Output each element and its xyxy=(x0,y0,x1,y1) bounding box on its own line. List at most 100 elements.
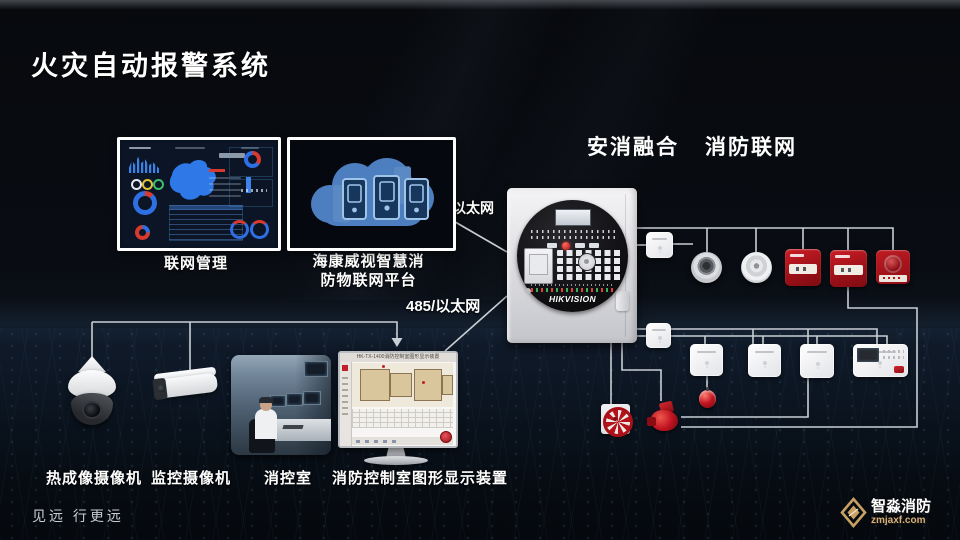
graphic-display-monitor: HK-TX-1400消防控制室图形显示装置 xyxy=(338,351,458,448)
io-module-small xyxy=(646,323,671,348)
control-module-bell xyxy=(690,344,723,376)
diamond-logo-icon xyxy=(840,497,867,528)
control-room-photo xyxy=(231,355,331,455)
cloud-label-line1: 海康威视智慧消 xyxy=(312,253,425,270)
top-edge-highlight xyxy=(0,0,960,10)
manual-call-point xyxy=(785,249,821,286)
control-module xyxy=(748,344,781,377)
dash-donut-right xyxy=(244,151,261,168)
loop2-bus-b xyxy=(671,335,888,344)
dashboard-monitor xyxy=(117,137,281,251)
wall-monitor xyxy=(304,361,328,377)
dash-section-border xyxy=(229,179,273,207)
dash-gauge xyxy=(250,220,269,239)
panel-lcd-display xyxy=(555,209,591,226)
desk-monitor xyxy=(303,391,321,405)
graphic-display-screen-title: HK-TX-1400消防控制室图形显示装置 xyxy=(340,353,456,362)
cloud-servers-icon xyxy=(310,158,434,226)
panel-front-circle: HIKVISION xyxy=(517,200,628,312)
camera-bus xyxy=(92,321,398,338)
module-pump-line xyxy=(681,378,809,418)
io-module xyxy=(646,232,673,258)
desk-monitor xyxy=(286,393,303,406)
keyboard xyxy=(282,425,304,429)
dash-gauge xyxy=(230,220,249,239)
cloud-platform-box xyxy=(287,137,456,251)
callpoint-pump-line xyxy=(681,286,918,428)
dash-table xyxy=(169,205,243,241)
panel-led-row xyxy=(531,236,615,239)
ethernet-line xyxy=(449,218,508,253)
plan-room xyxy=(414,369,442,401)
dash-list-row xyxy=(209,189,241,191)
loop2-bus-a xyxy=(637,328,878,344)
camera-lens xyxy=(157,383,166,393)
vendor-logo-text: 智淼消防 zmjaxf.com xyxy=(871,498,931,527)
plan-room xyxy=(360,369,390,401)
dash-list-row xyxy=(209,183,241,185)
dash-kpi-ring xyxy=(142,179,153,190)
pump-pipe xyxy=(647,417,656,426)
hydrant-button xyxy=(830,250,867,287)
panel-control-key xyxy=(589,243,599,248)
sounder-strobe xyxy=(876,250,910,284)
panel-key-lock xyxy=(525,288,531,294)
panel-door-handle xyxy=(616,291,629,311)
cctv-bullet-camera xyxy=(150,366,229,417)
cloud-label-line2: 防物联网平台 xyxy=(320,272,417,289)
control-room-label: 消控室 xyxy=(263,470,312,487)
screen-bottom-bar xyxy=(352,437,453,445)
cloud-platform-label: 海康威视智慧消 防物联网平台 xyxy=(287,252,450,290)
panel-button-row xyxy=(557,274,621,280)
exhaust-fan xyxy=(601,404,633,437)
thermal-camera-label: 热成像摄像机 xyxy=(45,470,142,487)
panel-control-key xyxy=(547,243,557,248)
panel-led-strip xyxy=(531,288,615,292)
fan-impeller xyxy=(603,407,633,437)
rs485-line xyxy=(444,295,508,352)
page-title: 火灾自动报警系统 xyxy=(31,51,271,81)
panel-brand: HIKVISION xyxy=(548,294,597,304)
dash-text xyxy=(241,147,259,149)
dashboard-screen xyxy=(123,143,275,245)
banner-left: 安消融合 xyxy=(587,136,679,159)
operator-body xyxy=(255,409,277,439)
brand-slogan: 见远 行更远 xyxy=(32,508,124,524)
dash-bar xyxy=(246,177,251,193)
dash-text xyxy=(129,147,151,149)
indicator-leds xyxy=(883,350,904,353)
pump-line xyxy=(621,343,662,401)
dash-list-row xyxy=(209,195,241,197)
floor-plan-area xyxy=(352,363,453,407)
plan-room xyxy=(390,373,412,397)
panel-red-button xyxy=(562,242,570,250)
down-arrow xyxy=(391,338,403,347)
camera-lens xyxy=(82,401,102,419)
panel-control-key xyxy=(575,243,585,248)
dash-province-map xyxy=(169,160,216,200)
dash-donut-small xyxy=(135,225,150,240)
heat-detector xyxy=(741,252,772,283)
dash-section-border xyxy=(229,147,273,177)
panel-zone-display xyxy=(524,248,553,284)
pump-body xyxy=(651,410,678,431)
panel-led-row xyxy=(531,230,615,233)
indicator-red-button xyxy=(894,366,904,373)
alarm-bell xyxy=(699,387,716,408)
device-status-grid xyxy=(352,409,453,428)
vendor-logo: 智淼消防 zmjaxf.com xyxy=(840,497,931,528)
dash-kpi-ring xyxy=(153,179,164,190)
panel-tick-row xyxy=(531,284,615,286)
cctv-camera-label: 监控摄像机 xyxy=(150,470,231,487)
rs485-label: 485/以太网 xyxy=(406,298,481,315)
loop1-bus xyxy=(637,227,894,251)
dash-dots xyxy=(241,189,267,192)
dash-kpi-ring xyxy=(131,179,142,190)
camera-front xyxy=(152,377,168,401)
panel-dpad xyxy=(578,253,596,271)
vendor-site: zmjaxf.com xyxy=(871,514,926,526)
plan-room xyxy=(442,375,453,395)
dash-text xyxy=(175,147,205,149)
